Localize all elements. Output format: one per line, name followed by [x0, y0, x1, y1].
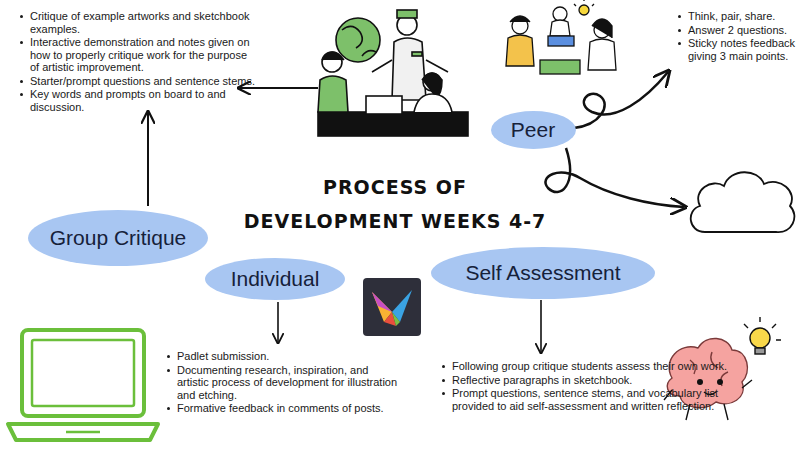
bullet-list: Critique of example artworks and sketchb… [18, 10, 256, 114]
people-illustration [318, 10, 468, 136]
bullet-item: Padlet submission. [165, 350, 401, 363]
bullet-item: Critique of example artworks and sketchb… [18, 10, 256, 35]
bullet-item: Key words and prompts on board to and di… [18, 88, 256, 113]
bullet-item: Reflective paragraphs in sketchbook. [440, 374, 752, 387]
node-label: Group Critique [50, 226, 187, 250]
bullet-item: Think, pair, share. [676, 10, 796, 23]
node-label: Self Assessment [465, 261, 620, 285]
bullet-item: Sticky notes feedback giving 3 main poin… [676, 37, 796, 62]
bullet-list: Following group critique students assess… [440, 360, 752, 413]
bullet-list: Think, pair, share.Answer 2 questions.St… [676, 10, 796, 63]
leader-arrow [540, 300, 542, 352]
leader-arrow [240, 87, 318, 89]
oval-node: Peer [491, 111, 576, 149]
oval-node: Group Critique [28, 210, 208, 266]
curly-arrow [546, 148, 684, 207]
diagram-title: PROCESS OF DEVELOPMENT WEEKS 4-7 [240, 170, 550, 238]
thought-cloud [691, 172, 795, 232]
bullet-item: Prompt questions, sentence stems, and vo… [440, 387, 752, 412]
laptop-illustration [8, 330, 158, 440]
bullet-item: Documenting research, inspiration, and a… [165, 364, 401, 402]
bullet-item: Formative feedback in comments of posts. [165, 402, 401, 415]
curly-arrow [574, 72, 668, 128]
leader-arrow [277, 302, 279, 342]
bullet-list: Padlet submission.Documenting research, … [165, 350, 401, 416]
bullet-item: Starter/prompt questions and sentence st… [18, 75, 256, 88]
node-label: Individual [231, 267, 320, 291]
node-label: Peer [511, 118, 555, 142]
students-illustration [506, 0, 616, 74]
bullet-item: Answer 2 questions. [676, 24, 796, 37]
oval-node: Individual [205, 258, 345, 300]
app-logo [363, 278, 421, 336]
bullet-item: Following group critique students assess… [440, 360, 752, 373]
leader-arrow [147, 113, 149, 206]
oval-node: Self Assessment [431, 247, 655, 299]
bullet-item: Interactive demonstration and notes give… [18, 36, 256, 74]
